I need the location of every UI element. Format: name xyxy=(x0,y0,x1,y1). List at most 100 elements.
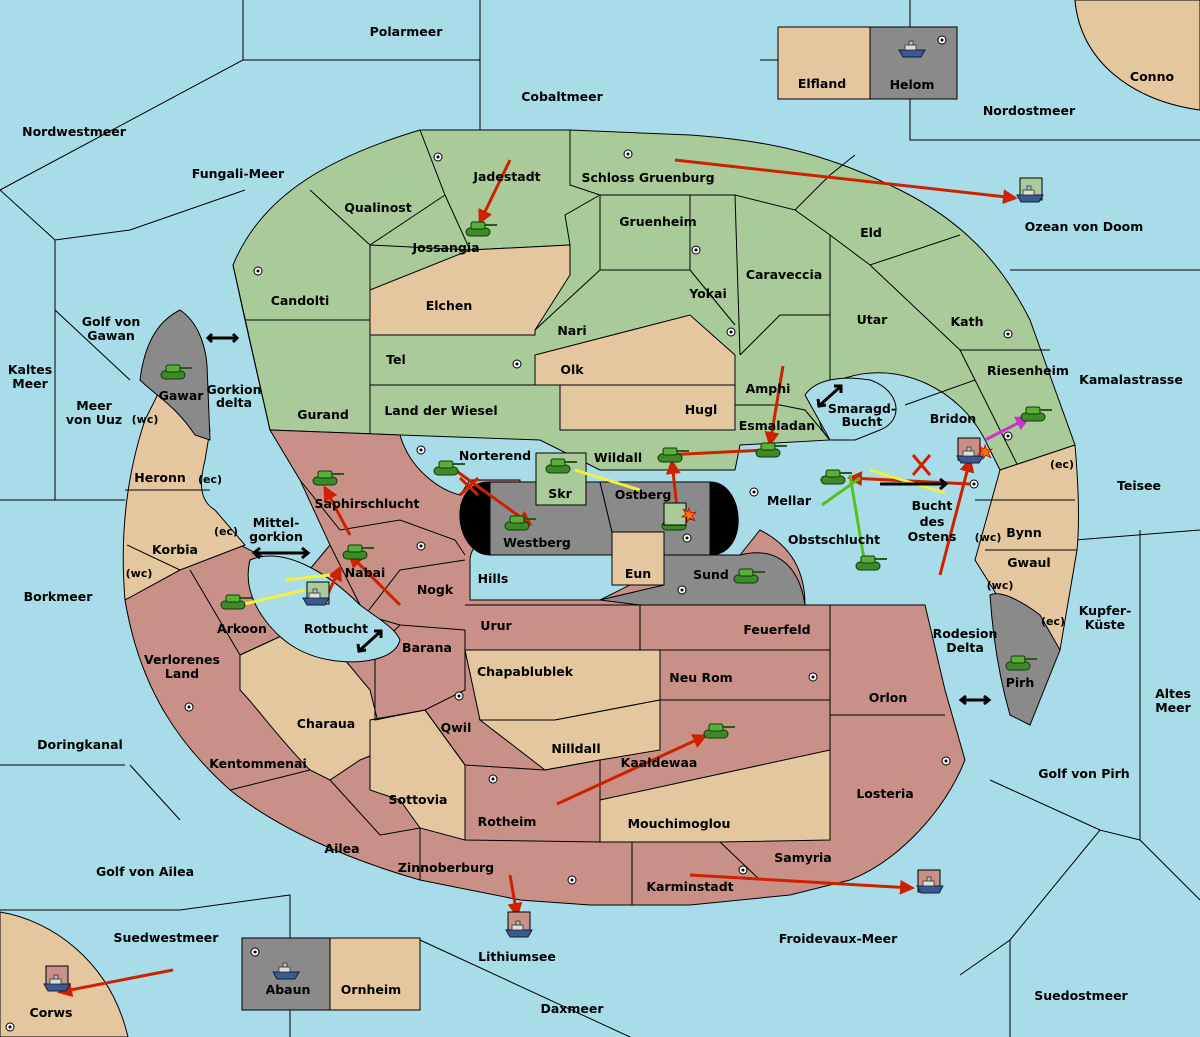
label-ec: (ec) xyxy=(214,525,238,538)
label-orlon: Orlon xyxy=(869,690,908,705)
label-saphir: Saphirschlucht xyxy=(315,496,420,511)
label-qwil: Qwil xyxy=(441,720,472,735)
label-golfailea: Golf von Ailea xyxy=(96,864,194,879)
supply-center-icon xyxy=(253,266,263,276)
label-mittel-2: gorkion xyxy=(249,529,303,544)
label-westberg: Westberg xyxy=(503,535,571,550)
label-gawar: Gawar xyxy=(159,388,205,403)
label-kath: Kath xyxy=(951,314,984,329)
label-wc: (wc) xyxy=(975,531,1002,544)
label-elfland: Elfland xyxy=(798,76,846,91)
label-kupfer-2: Küste xyxy=(1085,617,1125,632)
supply-center-icon xyxy=(623,149,633,159)
label-feuerfeld: Feuerfeld xyxy=(743,622,810,637)
label-pirh: Pirh xyxy=(1006,675,1035,690)
label-mellar: Mellar xyxy=(767,493,812,508)
supply-center-icon xyxy=(567,875,577,885)
label-bucht-1: Bucht xyxy=(912,498,953,513)
label-jossangia: Jossangia xyxy=(411,240,479,255)
label-golfgawan-1: Golf von xyxy=(82,314,141,329)
label-karminstadt: Karminstadt xyxy=(646,879,733,894)
label-rodesion-1: Rodesion xyxy=(933,626,998,641)
label-wildall: Wildall xyxy=(594,450,642,465)
label-jadestadt: Jadestadt xyxy=(472,169,540,184)
supply-center-icon xyxy=(5,1022,15,1032)
label-bridon: Bridon xyxy=(930,411,976,426)
label-samyria: Samyria xyxy=(774,850,832,865)
label-sund: Sund xyxy=(693,567,729,582)
label-nabai: Nabai xyxy=(345,565,386,580)
label-tel: Tel xyxy=(386,352,406,367)
label-kaaldewaa: Kaaldewaa xyxy=(621,755,698,770)
supply-center-icon xyxy=(677,585,687,595)
territory-labels: PolarmeerCobaltmeerNordwestmeerFungali-M… xyxy=(8,24,1192,1020)
label-corws: Corws xyxy=(30,1005,73,1020)
label-riesenheim: Riesenheim xyxy=(987,363,1069,378)
supply-center-icon xyxy=(250,947,260,957)
supply-center-icon xyxy=(749,487,759,497)
label-olk: Olk xyxy=(560,362,584,377)
label-utar: Utar xyxy=(857,312,889,327)
units xyxy=(43,40,1053,992)
label-gruenheim: Gruenheim xyxy=(619,214,696,229)
supply-center-icon xyxy=(416,445,426,455)
label-caraveccia: Caraveccia xyxy=(746,267,822,282)
label-kaltes-1: Kaltes xyxy=(8,362,52,377)
label-ec: (ec) xyxy=(198,473,222,486)
label-bucht-3: Ostens xyxy=(908,529,957,544)
label-smaragd-1: Smaragd- xyxy=(828,401,896,416)
label-bucht-2: des xyxy=(920,514,945,529)
label-gorkion-2: delta xyxy=(216,395,252,410)
label-lithiumsee: Lithiumsee xyxy=(478,949,556,964)
label-losteria: Losteria xyxy=(856,786,913,801)
supply-center-icon xyxy=(454,691,464,701)
label-hills: Hills xyxy=(478,571,509,586)
label-ec: (ec) xyxy=(1041,615,1065,628)
label-yokai: Yokai xyxy=(688,286,727,301)
supply-center-icon xyxy=(433,152,443,162)
label-nogk: Nogk xyxy=(417,582,454,597)
label-verlorenes-2: Land xyxy=(165,666,199,681)
label-urur: Urur xyxy=(480,618,512,633)
label-zinnoberburg: Zinnoberburg xyxy=(398,860,494,875)
label-schloss: Schloss Gruenburg xyxy=(581,170,714,185)
label-eld: Eld xyxy=(860,225,882,240)
label-smaragd-2: Bucht xyxy=(842,414,883,429)
label-golfgawan-2: Gawan xyxy=(87,328,135,343)
supply-center-icon xyxy=(738,865,748,875)
label-gurand: Gurand xyxy=(297,407,349,422)
label-heronn: Heronn xyxy=(134,470,186,485)
orders xyxy=(57,158,1031,998)
supply-center-icon xyxy=(488,774,498,784)
supply-center-icon xyxy=(808,672,818,682)
label-gorkion-1: Gorkion xyxy=(206,382,261,397)
label-verlorenes-1: Verlorenes xyxy=(144,652,220,667)
supply-center-icon xyxy=(941,756,951,766)
label-norterend: Norterend xyxy=(459,448,531,463)
supply-center-icon xyxy=(937,35,947,45)
label-borkmeer: Borkmeer xyxy=(24,589,94,604)
label-kupfer-1: Kupfer- xyxy=(1079,603,1132,618)
label-ornheim: Ornheim xyxy=(341,982,401,997)
supply-center-icon xyxy=(726,327,736,337)
label-esmaladan: Esmaladan xyxy=(739,418,815,433)
label-golfpirh: Golf von Pirh xyxy=(1038,766,1129,781)
green-region xyxy=(232,129,1076,471)
label-obst: Obstschlucht xyxy=(788,532,880,547)
label-meeruuz-2: von Uuz xyxy=(66,412,122,427)
label-qualinost: Qualinost xyxy=(344,200,411,215)
label-mouchi: Mouchimoglou xyxy=(628,816,731,831)
label-elchen: Elchen xyxy=(426,298,473,313)
label-sottovia: Sottovia xyxy=(389,792,448,807)
label-nari: Nari xyxy=(557,323,586,338)
label-gwaul: Gwaul xyxy=(1007,555,1050,570)
supply-center-icon xyxy=(682,533,692,543)
label-kaltes-2: Meer xyxy=(12,376,48,391)
label-ozean: Ozean von Doom xyxy=(1025,219,1144,234)
supply-center-icon xyxy=(416,541,426,551)
label-nilldall: Nilldall xyxy=(551,741,600,756)
label-ec: (ec) xyxy=(1050,458,1074,471)
label-nordwestmeer: Nordwestmeer xyxy=(22,124,127,139)
label-suedost: Suedostmeer xyxy=(1034,988,1128,1003)
